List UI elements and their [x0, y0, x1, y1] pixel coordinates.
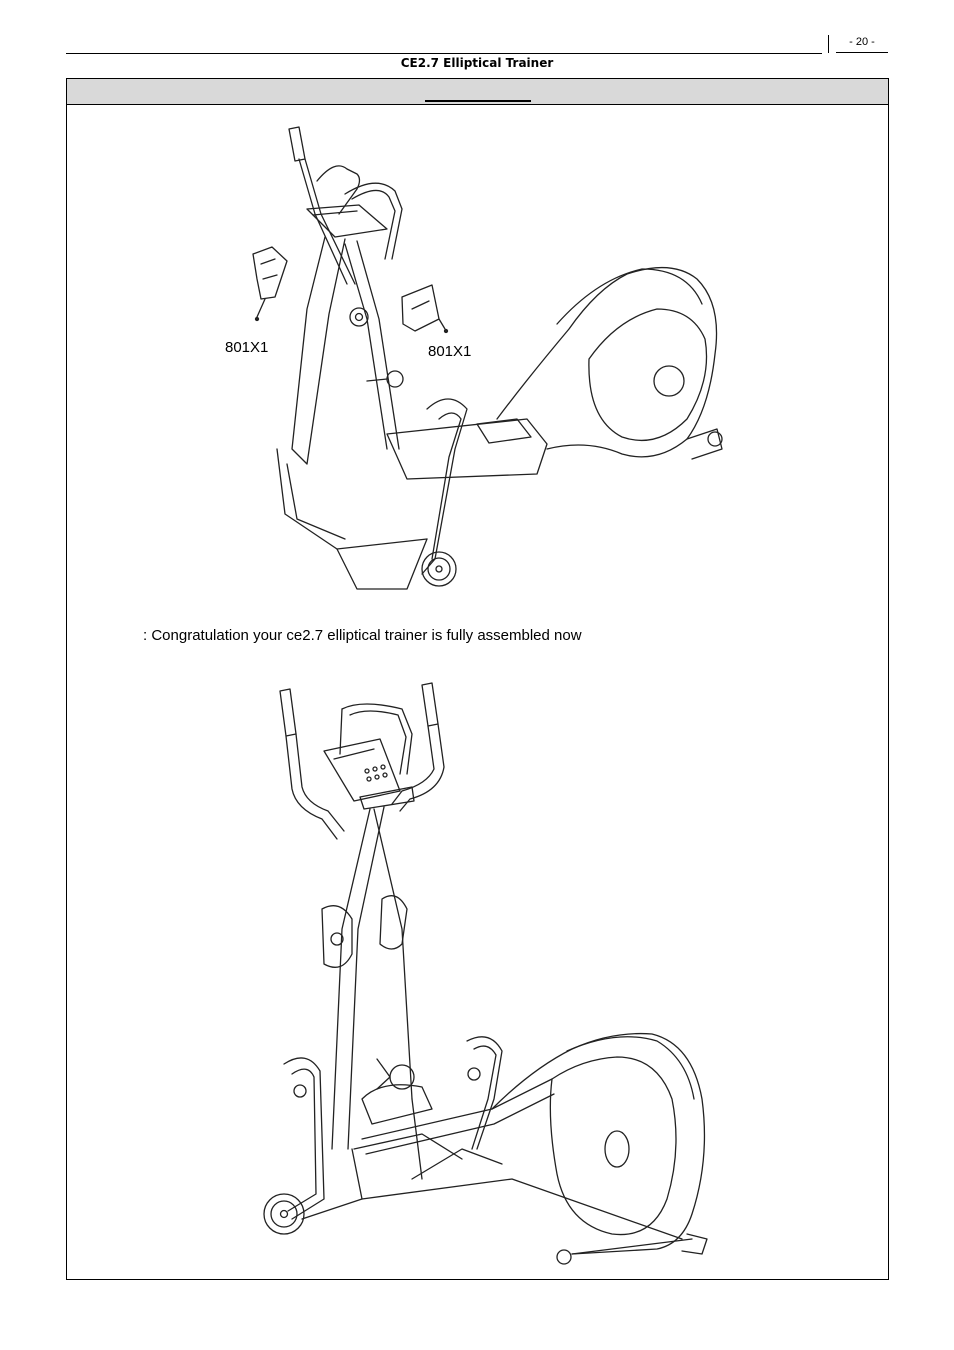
step-header — [67, 79, 888, 105]
page-number-rule — [836, 52, 888, 53]
page-number: - 20 - — [849, 36, 875, 48]
assembly-complete-note: : Congratulation your ce2.7 elliptical t… — [143, 627, 582, 644]
step-diagram — [252, 126, 723, 590]
document-title: CE2.7 Elliptical Trainer — [400, 56, 554, 70]
callout-right-cover: 801X1 — [428, 343, 472, 360]
header-rule — [66, 53, 822, 54]
step-header-underline — [425, 100, 531, 102]
step-frame: 801X1 801X1 : Congratulation your ce2.7 … — [66, 78, 889, 1280]
page-number-bar — [828, 35, 829, 53]
callout-left-cover: 801X1 — [225, 339, 269, 356]
assembled-trainer-diagram — [263, 682, 708, 1265]
